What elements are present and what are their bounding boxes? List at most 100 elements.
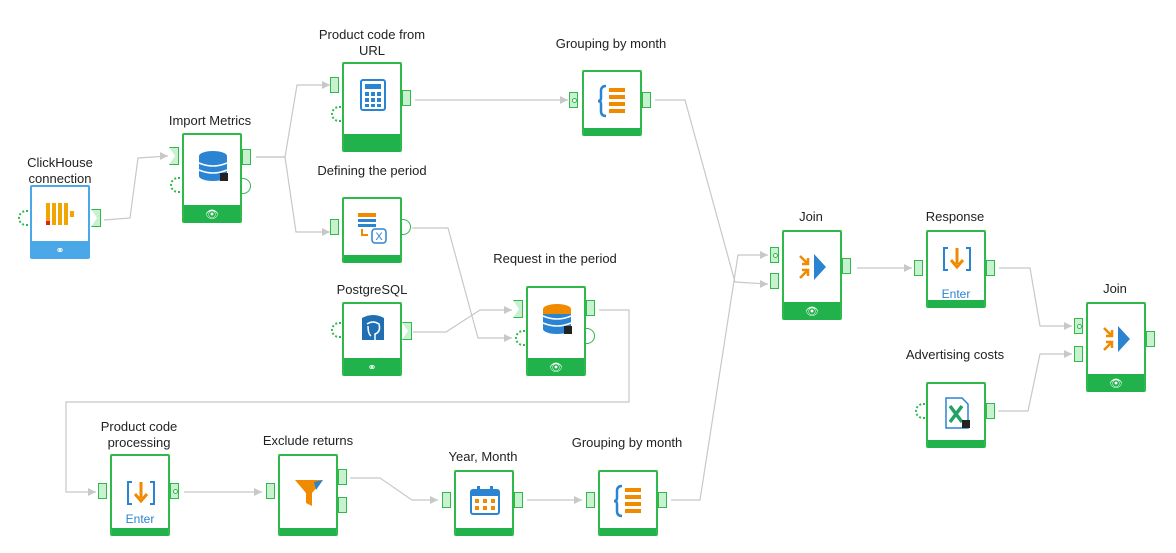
title-join-final: Join — [1103, 281, 1127, 296]
node-join-final[interactable]: 👁 — [1086, 302, 1146, 392]
title-grouping-top: Grouping by month — [555, 36, 667, 51]
port-productcode-in[interactable] — [330, 77, 339, 93]
clickhouse-logo-icon — [46, 203, 74, 225]
node-footer — [928, 440, 984, 448]
port-advertising-out[interactable] — [986, 403, 995, 419]
node-grouping-bottom[interactable] — [598, 470, 658, 536]
node-footer — [456, 528, 512, 536]
node-product-code-url[interactable] — [342, 62, 402, 152]
link-postgres-request — [413, 309, 512, 333]
port-request-in-dotted[interactable] — [515, 330, 525, 346]
node-defining-period[interactable]: X — [342, 197, 402, 263]
calendar-icon — [470, 486, 500, 515]
database-icon — [542, 304, 572, 334]
port-join-in-1[interactable] — [770, 247, 779, 263]
link-request-processing — [65, 309, 630, 493]
port-productcode-in-dotted[interactable] — [331, 106, 341, 122]
port-joinfinal-out[interactable] — [1146, 331, 1155, 347]
title-product-code-url: Product code from URL — [318, 27, 426, 58]
port-processing-in[interactable] — [98, 483, 107, 499]
node-footer: ⚭ — [32, 241, 88, 259]
link-definingperiod-request — [412, 227, 512, 339]
node-advertising[interactable] — [926, 382, 986, 448]
join-arrows-icon — [799, 254, 826, 280]
port-join-in-2[interactable] — [770, 273, 779, 289]
node-product-processing[interactable]: Enter — [110, 454, 170, 536]
eye-icon: 👁 — [549, 361, 563, 374]
title-clickhouse: ClickHouse connection — [27, 155, 93, 186]
processing-action: Enter — [125, 512, 155, 526]
title-postgresql: PostgreSQL — [336, 282, 408, 297]
port-grouping-bottom-out[interactable] — [658, 492, 667, 508]
port-yearmonth-in[interactable] — [442, 492, 451, 508]
link-advertising-finaljoin — [998, 353, 1072, 412]
port-import-out[interactable] — [242, 149, 251, 165]
port-response-in[interactable] — [914, 260, 923, 276]
title-response: Response — [925, 209, 985, 224]
node-postgresql[interactable]: ⚭ — [342, 302, 402, 376]
node-import-metrics[interactable]: 👁 — [182, 133, 242, 223]
grouping-brace-icon — [597, 84, 625, 118]
title-defining-period: Defining the period — [317, 163, 427, 178]
enter-arrow-icon — [127, 481, 155, 505]
postgresql-elephant-icon — [362, 315, 384, 341]
title-request-period: Request in the period — [493, 251, 617, 266]
enter-arrow-icon — [943, 247, 971, 271]
node-year-month[interactable] — [454, 470, 514, 536]
node-exclude-returns[interactable] — [278, 454, 338, 536]
port-advertising-in-dotted[interactable] — [915, 403, 925, 419]
port-joinfinal-in-2[interactable] — [1074, 346, 1083, 362]
node-grouping-top[interactable] — [582, 70, 642, 136]
port-join-out[interactable] — [842, 258, 851, 274]
node-request-period[interactable]: 👁 — [526, 286, 586, 376]
node-clickhouse[interactable]: ⚭ — [30, 185, 90, 259]
port-processing-out[interactable] — [170, 483, 179, 499]
node-join-main[interactable]: 👁 — [782, 230, 842, 320]
port-grouping-top-out[interactable] — [642, 92, 651, 108]
port-exclude-out-2[interactable] — [338, 497, 347, 513]
port-joinfinal-in-1[interactable] — [1074, 318, 1083, 334]
port-request-out[interactable] — [586, 300, 595, 316]
node-response[interactable]: Enter — [926, 230, 986, 308]
port-response-out[interactable] — [986, 260, 995, 276]
port-grouping-bottom-in[interactable] — [586, 492, 595, 508]
port-postgres-in-dotted[interactable] — [331, 322, 341, 338]
link-clickhouse-import — [103, 155, 169, 221]
link-response-finaljoin — [999, 267, 1072, 327]
node-footer — [112, 528, 168, 536]
port-yearmonth-out[interactable] — [514, 492, 523, 508]
link-import-definingperiod — [256, 156, 330, 233]
port-exclude-out-1[interactable] — [338, 469, 347, 485]
title-join-main: Join — [799, 209, 823, 224]
port-exclude-in[interactable] — [266, 483, 275, 499]
port-grouping-top-in[interactable] — [569, 92, 578, 108]
link-grouping-join-bottom — [671, 254, 768, 501]
excel-icon — [945, 397, 970, 429]
eye-icon: 👁 — [805, 305, 819, 318]
join-arrows-icon — [1103, 326, 1130, 352]
node-footer — [584, 128, 640, 136]
link-icon: ⚭ — [367, 361, 377, 374]
node-footer — [344, 255, 400, 263]
title-advertising: Advertising costs — [905, 347, 1005, 362]
node-footer: 👁 — [184, 205, 240, 223]
port-clickhouse-in[interactable] — [18, 210, 28, 226]
link-grouping-join — [655, 99, 769, 285]
node-footer: 👁 — [528, 358, 584, 376]
calculator-icon — [360, 79, 386, 111]
node-footer — [600, 528, 656, 536]
node-footer: ⚭ — [344, 358, 400, 376]
port-import-in-dotted[interactable] — [170, 177, 180, 193]
port-productcode-out[interactable] — [402, 90, 411, 106]
node-footer — [344, 134, 400, 152]
port-defining-in[interactable] — [330, 219, 339, 235]
grouping-brace-icon — [613, 484, 641, 518]
node-footer — [928, 300, 984, 308]
node-footer: 👁 — [784, 302, 840, 320]
title-import-metrics: Import Metrics — [168, 113, 252, 128]
title-exclude-returns: Exclude returns — [262, 433, 354, 448]
title-grouping-bottom: Grouping by month — [571, 435, 683, 450]
filter-funnel-icon — [295, 480, 323, 506]
link-exclude-yearmonth — [350, 477, 438, 501]
